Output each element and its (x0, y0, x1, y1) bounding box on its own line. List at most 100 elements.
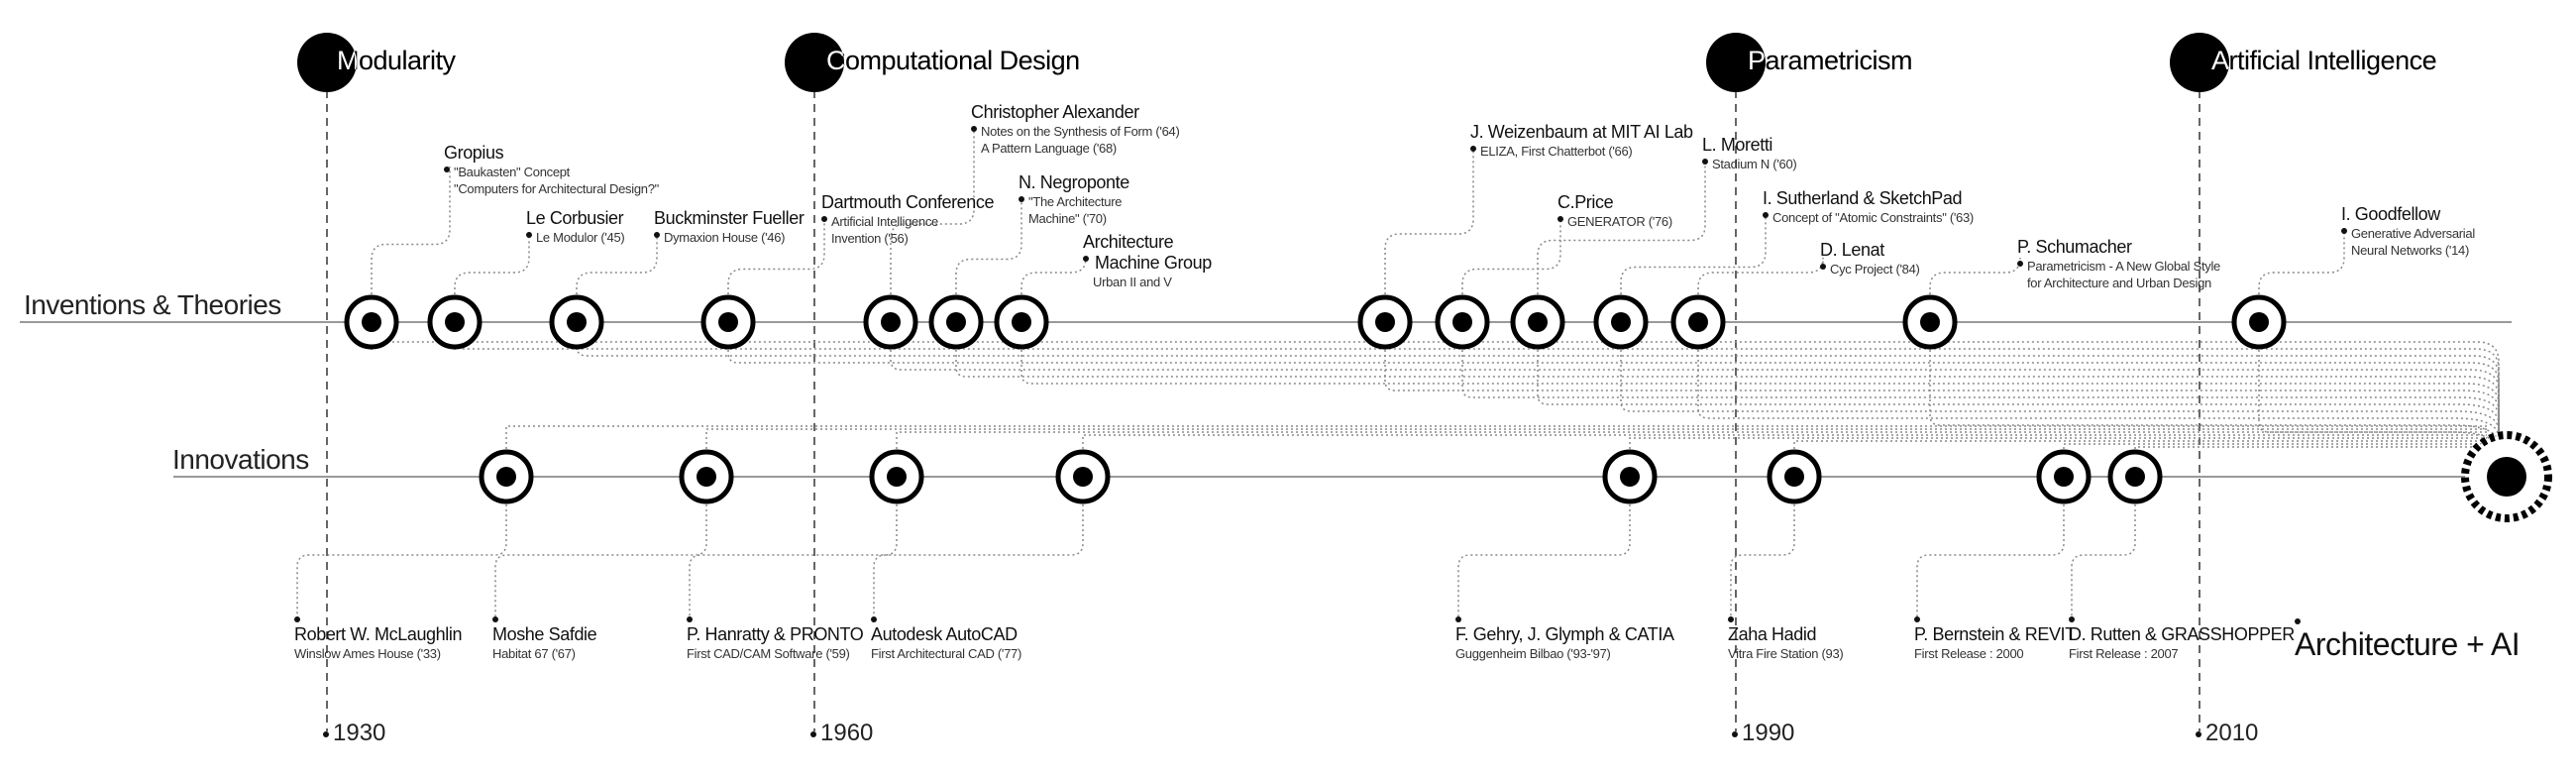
convergence-line (1537, 350, 2500, 437)
convergence-line (890, 350, 2500, 437)
label-subtitle: First CAD/CAM Software ('59) (687, 646, 850, 661)
label-title: Moshe Safdie (492, 624, 597, 644)
label-title: Machine Group (1095, 253, 1212, 273)
year-label: 2010 (2205, 720, 2259, 746)
label-title: I. Goodfellow (2341, 204, 2440, 224)
connector-line (576, 232, 658, 294)
era-marker-circle (1706, 33, 1766, 92)
connector-line (454, 232, 530, 294)
innovation-node-dot (2125, 467, 2145, 487)
convergence-line (2258, 350, 2500, 453)
convergence-line (1461, 350, 2500, 437)
era-marker-circle (785, 33, 844, 92)
innovation-node-dot (1784, 467, 1804, 487)
label-dot (2017, 261, 2023, 267)
connector-line (955, 196, 1022, 294)
label-title: Buckminster Fueller (654, 208, 805, 228)
convergence-line (727, 350, 2500, 437)
label-dot (294, 616, 300, 622)
convergence-line (1697, 350, 2500, 439)
theory-gropius: Gropius"Baukasten" Concept"Computers for… (444, 143, 659, 197)
year-marker: 1960 (810, 720, 873, 747)
label-subtitle: Cyc Project ('84) (1830, 262, 1920, 277)
label-title: L. Moretti (1702, 135, 1773, 155)
label-title: N. Negroponte (1019, 172, 1129, 192)
year-dot (2196, 730, 2201, 737)
label-title: P. Schumacher (2017, 237, 2132, 257)
label-dot (444, 167, 450, 172)
label-title: I. Sutherland & SketchPad (1763, 188, 1963, 208)
label-subtitle: Parametricism - A New Global Style (2027, 259, 2220, 274)
label-subtitle: "The Architecture (1028, 194, 1123, 209)
convergence-line (2134, 446, 2487, 449)
label-title: F. Gehry, J. Glymph & CATIA (1455, 624, 1674, 644)
label-dot (1914, 616, 1920, 622)
label-title: Gropius (444, 143, 504, 163)
theory-node-dot (1688, 312, 1708, 332)
era-label-artificial-intelligence: Artificial Intelligence (2211, 46, 2437, 75)
innovation-node-dot (697, 467, 716, 487)
label-dot (2069, 616, 2075, 622)
final-label-architecture-ai: Architecture + AI (2295, 618, 2521, 663)
label-title: P. Bernstein & REVIT (1914, 624, 2076, 644)
label-subtitle: Notes on the Synthesis of Form ('64) (981, 124, 1180, 139)
convergence-line (896, 431, 2487, 449)
connector-line (727, 216, 825, 294)
label-subtitle: Urban II and V (1093, 275, 1172, 289)
label-subtitle: Habitat 67 ('67) (492, 646, 576, 661)
label-dot (2295, 618, 2301, 624)
connector-line (2071, 504, 2136, 619)
label-title: J. Weizenbaum at MIT AI Lab (1470, 122, 1693, 142)
connector-line (1730, 504, 1795, 619)
year-label: 1990 (1742, 720, 1795, 746)
year-dot (323, 730, 329, 737)
label-title: Dartmouth Conference (821, 192, 995, 212)
label-dot (971, 126, 977, 132)
label-subtitle: Machine" ('70) (1028, 211, 1107, 226)
connector-line (1929, 257, 2021, 294)
label-subtitle: Invention ('56) (831, 231, 909, 246)
convergence-line (505, 425, 2487, 449)
label-dot (1763, 212, 1769, 218)
innovation-node-dot (496, 467, 516, 487)
label-dot (1019, 196, 1024, 202)
label-subtitle: Guggenheim Bilbao ('93-'97) (1455, 646, 1611, 661)
theory-node-dot (946, 312, 966, 332)
label-title: D. Lenat (1820, 240, 1884, 260)
connector-line (494, 504, 707, 619)
theory-node-dot (1452, 312, 1472, 332)
theory-node-dot (881, 312, 901, 332)
convergence-line (1620, 350, 2500, 437)
theory-node-dot (2249, 312, 2269, 332)
year-marker: 2010 (2196, 720, 2258, 747)
label-title: Christopher Alexander (971, 102, 1139, 122)
label-title: Le Corbusier (526, 208, 624, 228)
era-label-computational-design: Computational Design (826, 46, 1080, 75)
connector-line (873, 504, 1084, 619)
year-label: 1930 (333, 720, 386, 746)
innovation-node-dot (1073, 467, 1093, 487)
label-subtitle: Generative Adversarial (2351, 226, 2475, 241)
label-dot (492, 616, 498, 622)
connector-line (1461, 216, 1561, 294)
convergence-line (1384, 350, 2500, 437)
label-title: C.Price (1557, 192, 1614, 212)
label-subtitle: Artificial Intelligence (831, 214, 938, 229)
label-subtitle: Concept of "Atomic Constraints" ('63) (1772, 210, 1974, 225)
connector-line (296, 504, 507, 619)
connector-line (1384, 146, 1474, 294)
convergence-line (2063, 443, 2487, 449)
label-title: Robert W. McLaughlin (294, 624, 463, 644)
label-subtitle: Vitra Fire Station (93) (1728, 646, 1844, 661)
